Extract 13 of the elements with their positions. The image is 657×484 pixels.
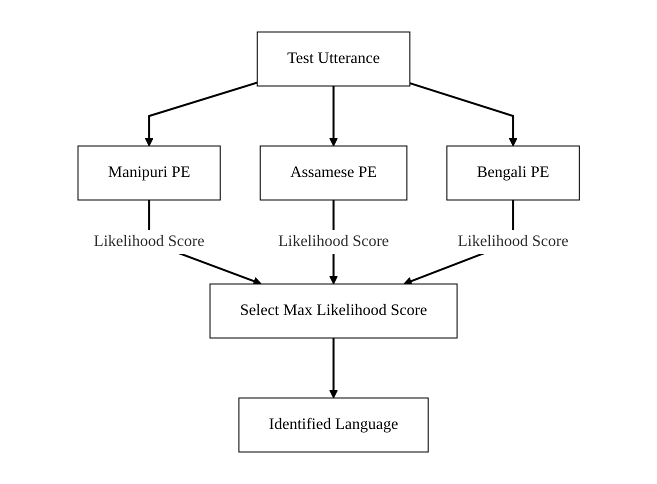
arrow bbox=[329, 86, 338, 146]
node-box: Identified Language bbox=[238, 398, 429, 452]
edge-label: Likelihood Score bbox=[278, 233, 389, 250]
node-box: Select Max Likelihood Score bbox=[209, 284, 458, 338]
arrow bbox=[144, 82, 258, 146]
arrow bbox=[329, 338, 338, 398]
arrow bbox=[409, 82, 518, 146]
node-box: Assamese PE bbox=[260, 146, 408, 200]
edge-label: Likelihood Score bbox=[94, 233, 204, 250]
node-box: Bengali PE bbox=[446, 146, 580, 200]
node-box: Manipuri PE bbox=[77, 146, 221, 200]
node-box: Test Utterance bbox=[256, 32, 410, 86]
edge-label: Likelihood Score bbox=[458, 233, 568, 250]
